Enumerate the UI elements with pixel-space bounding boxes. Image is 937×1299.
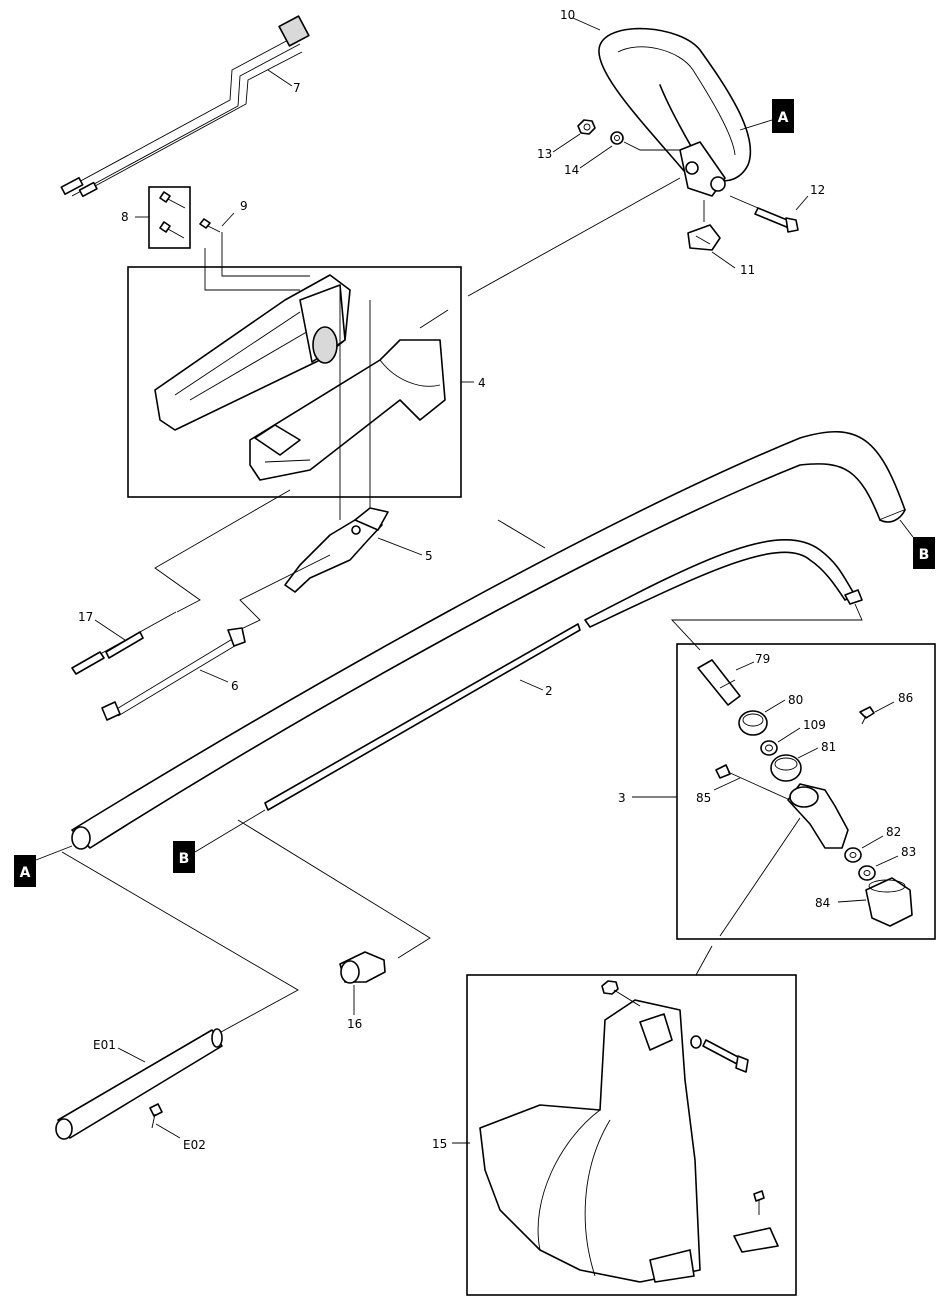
part-79-shaft-adapter [697,659,741,706]
part-15-plate [733,1227,779,1253]
callout-7: 7 [293,81,301,95]
callout-2: 2 [545,684,553,698]
part-83-washer [858,865,876,881]
callout-16: 16 [347,1017,362,1031]
part-6-rod [101,627,246,721]
part-2-drive-shaft [264,538,863,811]
callout-6: 6 [231,679,239,693]
part-7-cable [60,15,310,198]
part-85-bolt [715,764,791,801]
callout-3: 3 [618,791,626,805]
part-15-screw [753,1190,765,1215]
marker-b-left: B [173,841,195,873]
callout-83: 83 [901,845,916,859]
part-15-nut [601,980,619,995]
part-9-screw [199,218,221,233]
callout-13: 13 [537,147,552,161]
part-81-bushing [770,754,802,782]
callout-15: 15 [432,1137,447,1151]
part-109-washer [760,740,778,756]
marker-a-top: A [772,99,794,133]
callout-e02: E02 [183,1138,206,1152]
callout-79: 79 [755,652,770,666]
part-4-grip-housing [154,274,446,481]
part-15-guard [479,999,701,1283]
svg-text:A: A [20,865,31,881]
callout-80: 80 [788,693,803,707]
callout-14: 14 [564,163,579,177]
marker-a-left: A [14,855,36,887]
callout-84: 84 [815,896,830,910]
part-15-group-box [466,974,797,1296]
svg-text:B: B [919,547,930,563]
part-8-group-box [148,186,191,249]
callout-labels: 7 8 9 10 11 12 13 14 4 5 17 6 2 79 80 10… [78,8,916,1152]
callout-17: 17 [78,610,93,624]
marker-b-right: B [913,537,935,569]
part-16-bushing [339,951,386,984]
part-10-loop-handle [598,27,752,197]
part-17-cable [71,611,177,675]
callout-5: 5 [425,549,433,563]
svg-text:A: A [778,110,789,126]
part-12-bolt [754,207,799,233]
part-80-bushing [738,710,768,736]
callout-109: 109 [803,718,826,732]
part-8-screw [159,191,186,239]
callout-10: 10 [560,8,575,22]
callout-12: 12 [810,183,825,197]
part-82-washer [844,847,862,863]
part-e01-tube [55,1028,223,1140]
callout-81: 81 [821,740,836,754]
callout-82: 82 [886,825,901,839]
part-11-clamp [687,224,721,251]
part-gear-case [787,783,849,849]
part-14-washer [610,131,624,145]
svg-text:B: B [179,851,190,867]
part-84-cap [865,877,913,927]
callout-4: 4 [478,376,486,390]
part-3-group-box [676,643,936,940]
part-15-bolt [690,1035,749,1073]
part-5-trigger [284,507,389,593]
part-e02-screw [149,1103,163,1129]
callout-e01: E01 [93,1038,116,1052]
main-shaft-tube [71,430,906,850]
callout-9: 9 [240,199,248,213]
part-13-nut [577,119,596,135]
callout-8: 8 [121,210,129,224]
callout-86: 86 [898,691,913,705]
part-86-screw [859,706,875,725]
callout-85: 85 [696,791,711,805]
callout-11: 11 [740,263,755,277]
